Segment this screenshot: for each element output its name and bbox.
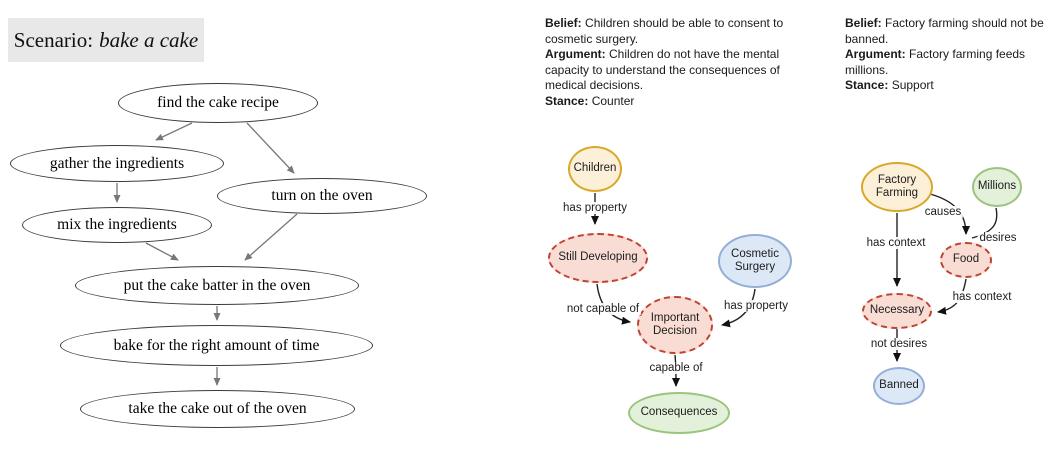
flow-node-turn-on-oven: turn on the oven [217, 178, 427, 214]
edge-label-causes: causes [922, 206, 964, 218]
graph-node-food: Food [940, 242, 992, 278]
scenario-name: bake a cake [99, 27, 199, 52]
stance-label: Stance: [545, 93, 589, 108]
flow-node-take-cake-out: take the cake out of the oven [80, 390, 355, 428]
argument-label: Argument: [845, 47, 906, 61]
scenario-label: Scenario: bake a cake [8, 18, 204, 62]
flow-node-put-batter-in-oven: put the cake batter in the oven [75, 266, 359, 305]
belief-label: Belief: [845, 16, 882, 30]
argument-text: Factory farming feeds millions. [845, 47, 1026, 77]
graph-node-children: Children [568, 146, 622, 192]
edge-label-not-desires: not desires [868, 338, 930, 350]
argument-text: Children do not have the mental capacity… [545, 47, 780, 92]
graph-node-necessary: Necessary [862, 293, 932, 329]
flow-node-bake-right-time: bake for the right amount of time [60, 325, 373, 366]
edge-mix-to-put-batter [145, 242, 179, 261]
belief-text: Factory farming should not be banned. [845, 16, 1044, 46]
edge-turn-oven-to-put-batter [244, 213, 298, 261]
edge-label-has-context-left: has context [864, 237, 928, 249]
belief-text: Children should be able to consent to co… [545, 16, 784, 46]
edge-label-desires: desires [977, 232, 1019, 244]
argument-label: Argument: [545, 47, 606, 61]
stance-text: Counter [591, 93, 635, 108]
scenario-prefix: Scenario: [13, 27, 94, 52]
belief-argument-stance-block-factory-farming: Belief: Factory farming should not be ba… [845, 16, 1057, 94]
flow-node-mix-ingredients: mix the ingredients [22, 207, 212, 243]
flow-node-find-recipe: find the cake recipe [118, 83, 318, 123]
belief-argument-stance-block-cosmetic-surgery: Belief: Children should be able to conse… [545, 16, 823, 109]
graph-node-important-decision: Important Decision [637, 296, 713, 354]
edge-find-to-gather [155, 122, 193, 141]
stance-text: Support [891, 78, 934, 92]
graph-node-factory-farming: Factory Farming [861, 162, 933, 212]
flow-node-gather-ingredients: gather the ingredients [10, 145, 224, 182]
belief-label: Belief: [545, 16, 582, 30]
edge-find-to-turn-oven [246, 122, 295, 174]
edge-label-not-capable-of: not capable of [564, 303, 642, 315]
graph-node-banned: Banned [873, 367, 925, 405]
graph-node-still-developing: Still Developing [548, 233, 648, 283]
graph-node-cosmetic-surgery: Cosmetic Surgery [718, 234, 792, 288]
edge-label-has-context-right: has context [950, 291, 1014, 303]
edge-label-has-property-surgery: has property [722, 300, 790, 312]
stance-label: Stance: [845, 78, 889, 92]
edge-cosmetic-surgery-important-decision [721, 288, 756, 328]
edge-label-capable-of: capable of [647, 362, 705, 374]
graph-node-consequences: Consequences [628, 392, 730, 434]
edge-millions-food [971, 207, 998, 239]
edge-label-has-property-children: has property [561, 202, 629, 214]
graph-node-millions: Millions [972, 167, 1022, 207]
